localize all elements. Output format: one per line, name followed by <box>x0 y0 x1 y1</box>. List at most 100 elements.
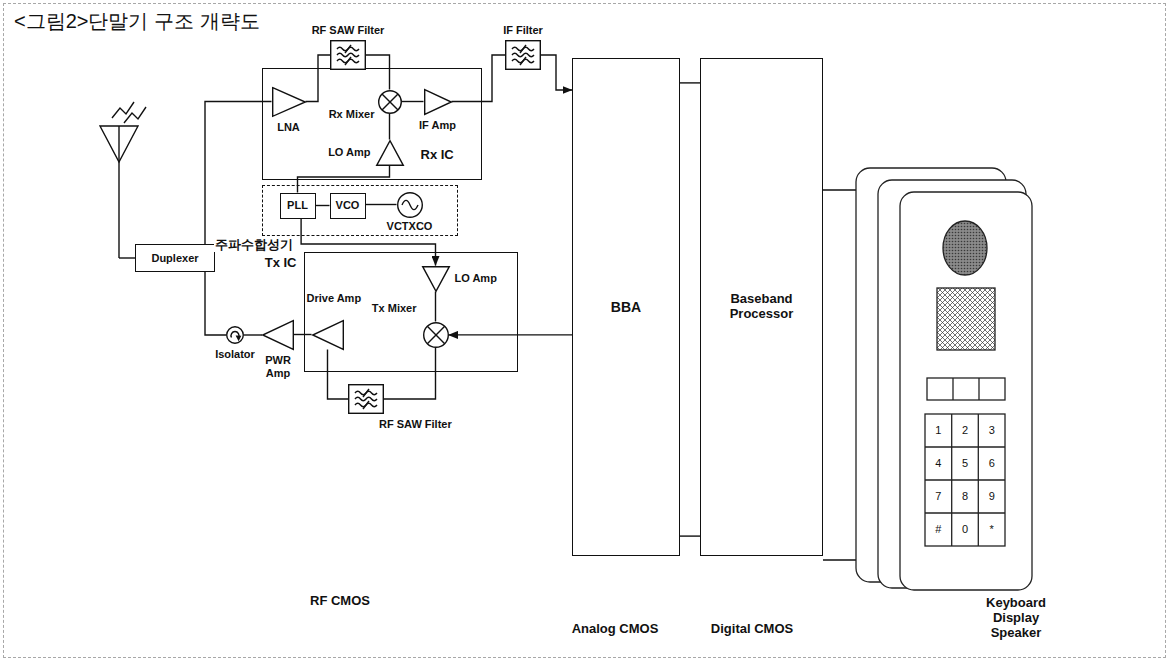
key-label: 5 <box>962 457 968 470</box>
key-label: 0 <box>962 523 968 536</box>
key-label: 6 <box>989 457 995 470</box>
group-box: 주파수합성기PLLVCOVCTXCO <box>262 185 458 236</box>
signal-connector <box>306 55 331 102</box>
column-label: Keyboard Display Speaker <box>977 596 1055 641</box>
tri-r-stroke <box>424 89 451 114</box>
tri-r-outline <box>424 89 452 115</box>
signal-connector <box>205 272 226 335</box>
signal-connector <box>541 55 572 90</box>
column-label: Digital CMOS <box>711 622 793 637</box>
node-label: Tx Mixer <box>371 302 418 315</box>
signal-connector <box>366 204 397 205</box>
mixer-symbol: Rx Mixer <box>378 90 402 114</box>
node-label: Drive Amp <box>306 292 363 305</box>
mix-outline <box>423 322 449 348</box>
signal-connector <box>402 101 424 102</box>
node-label: Rx IC <box>420 148 455 163</box>
signal-connector <box>389 114 390 140</box>
filter-stroke <box>349 385 384 414</box>
osc-stroke <box>402 200 418 209</box>
tri-d-outline <box>422 266 450 292</box>
node-label: RF SAW Filter <box>311 24 386 37</box>
osc-outline <box>397 192 423 218</box>
node-label: Baseband Processor <box>714 292 810 322</box>
filter-symbol: RF SAW Filter <box>330 40 366 70</box>
ic-block: Rx IC LNA Rx Mixer IF Amp LO Amp <box>262 68 482 180</box>
column-label: Analog CMOS <box>572 622 659 637</box>
amplifier-symbol: LO Amp <box>376 140 404 166</box>
handset-wire <box>823 190 856 560</box>
mix-stroke <box>423 322 448 347</box>
mix-stroke <box>427 326 444 343</box>
signal-connector <box>452 55 506 102</box>
amplifier-symbol: LNA <box>272 87 306 117</box>
key-label: 8 <box>962 490 968 503</box>
filter-outline <box>505 40 541 70</box>
tri-r-stroke <box>272 87 305 116</box>
filter-symbol: IF Filter <box>505 40 541 70</box>
isolator-symbol: Isolator <box>226 326 244 344</box>
signal-connector <box>298 166 390 193</box>
oscillator-symbol: VCTXCO <box>397 192 423 218</box>
tri-l-stroke <box>263 321 294 350</box>
key-label: 4 <box>935 457 941 470</box>
filter-stroke <box>337 53 359 57</box>
signal-connector <box>244 334 262 335</box>
signal-connector <box>435 292 436 322</box>
mix-stroke <box>378 90 401 113</box>
tri-r-outline <box>272 87 306 117</box>
key-label: 7 <box>935 490 941 503</box>
node-label: VCO <box>336 199 360 212</box>
process-box: VCO <box>330 193 366 219</box>
column-label: RF CMOS <box>310 594 370 609</box>
process-box: Duplexer <box>135 244 215 272</box>
node-label: IF Amp <box>418 119 457 132</box>
signal-connector <box>301 219 435 266</box>
antenna-symbol <box>100 102 146 258</box>
tri-d-stroke <box>422 266 449 291</box>
filter-stroke <box>363 401 369 409</box>
mix-stroke <box>427 326 444 343</box>
filter-stroke <box>520 45 526 53</box>
filter-stroke <box>355 397 377 401</box>
node-label: BBA <box>611 299 641 315</box>
filter-outline <box>348 384 384 414</box>
filter-stroke <box>506 41 541 70</box>
mix-outline <box>378 90 402 114</box>
filter-stroke <box>512 53 534 57</box>
tri-u-stroke <box>376 140 403 165</box>
node-label: LO Amp <box>327 146 371 159</box>
signal-connector <box>294 334 312 335</box>
key-label: * <box>990 523 994 536</box>
filter-symbol: RF SAW Filter <box>348 384 384 414</box>
key-label: 1 <box>935 424 941 437</box>
key-label: # <box>935 523 941 536</box>
amplifier-symbol: Drive Amp <box>312 320 344 350</box>
iso-outline <box>226 326 244 344</box>
tri-l-stroke <box>312 320 343 349</box>
process-box: Baseband Processor <box>700 58 823 556</box>
osc-stroke <box>397 192 422 217</box>
amplifier-symbol: LO Amp <box>422 266 450 292</box>
iso-stroke <box>227 327 244 344</box>
tri-l-outline <box>312 320 344 350</box>
mix-stroke <box>382 94 398 110</box>
node-label: Tx IC <box>264 256 298 271</box>
key-label: 2 <box>962 424 968 437</box>
node-label: PLL <box>287 199 308 212</box>
node-label: VCTXCO <box>386 220 434 233</box>
amplifier-symbol: IF Amp <box>424 89 452 115</box>
filter-stroke <box>363 389 369 397</box>
process-box: BBA <box>572 58 680 556</box>
signal-connector <box>366 55 390 90</box>
filter-stroke <box>345 57 351 65</box>
node-label: IF Filter <box>502 24 544 37</box>
signal-connector <box>328 350 349 400</box>
key-label: 9 <box>989 490 995 503</box>
handset-illustration <box>856 168 1032 590</box>
node-label: Rx Mixer <box>328 108 376 121</box>
node-label: RF SAW Filter <box>378 418 453 431</box>
tri-u-outline <box>376 140 404 166</box>
filter-stroke <box>520 57 526 65</box>
node-label: LO Amp <box>454 272 498 285</box>
